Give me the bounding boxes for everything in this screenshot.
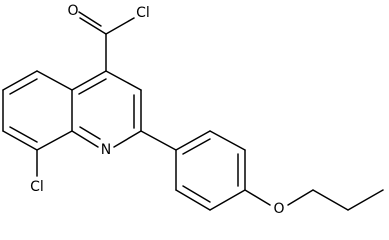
bond-n-c8a-inner bbox=[79, 126, 101, 140]
bond-ph4-o bbox=[244, 189, 271, 206]
bond-c5-c6-inner bbox=[9, 78, 38, 95]
bond-c5-c6 bbox=[2, 70, 38, 91]
bond-c2-n bbox=[113, 130, 142, 148]
atom-label-ether-oxygen: O bbox=[273, 201, 284, 217]
bond-c7-c8-inner bbox=[9, 126, 38, 143]
bond-c4a-c4 bbox=[71, 70, 107, 91]
atom-label-ring-nitrogen: N bbox=[101, 142, 111, 158]
chemical-structure: O Cl N Cl O bbox=[2, 3, 384, 217]
bond-ph1-ph2-inner bbox=[182, 138, 211, 155]
bond-n-c8a bbox=[71, 130, 99, 148]
bond-c4a-c4-inner bbox=[78, 78, 107, 95]
bond-ch2-ch2 bbox=[312, 189, 349, 211]
bond-ph1-ph2 bbox=[175, 130, 211, 151]
bond-o-ch2 bbox=[287, 189, 314, 206]
bond-c7-c8 bbox=[2, 130, 38, 151]
bond-ph4-ph5 bbox=[209, 189, 246, 211]
atom-label-carbonyl-oxygen: O bbox=[67, 3, 78, 19]
bond-lines bbox=[2, 11, 384, 211]
atom-labels: O Cl N Cl O bbox=[30, 3, 284, 217]
bond-carbonyl-o-2 bbox=[78, 11, 102, 27]
bond-ph5-ph6-inner bbox=[182, 185, 211, 203]
atom-label-acyl-chlorine: Cl bbox=[136, 5, 150, 21]
bond-c4-c3 bbox=[105, 70, 142, 91]
bond-ph5-ph6 bbox=[175, 189, 211, 211]
bond-carbonyl-o-1 bbox=[79, 17, 107, 35]
atom-label-aryl-chlorine: Cl bbox=[30, 179, 44, 195]
bond-carbonyl-cl bbox=[105, 17, 135, 35]
bond-c8-c8a bbox=[36, 130, 73, 151]
bond-c2-phenyl bbox=[140, 130, 177, 151]
bond-ch2-ch3 bbox=[347, 189, 384, 211]
bond-ph2-ph3 bbox=[209, 130, 246, 151]
bond-c4a-c5 bbox=[36, 70, 73, 91]
